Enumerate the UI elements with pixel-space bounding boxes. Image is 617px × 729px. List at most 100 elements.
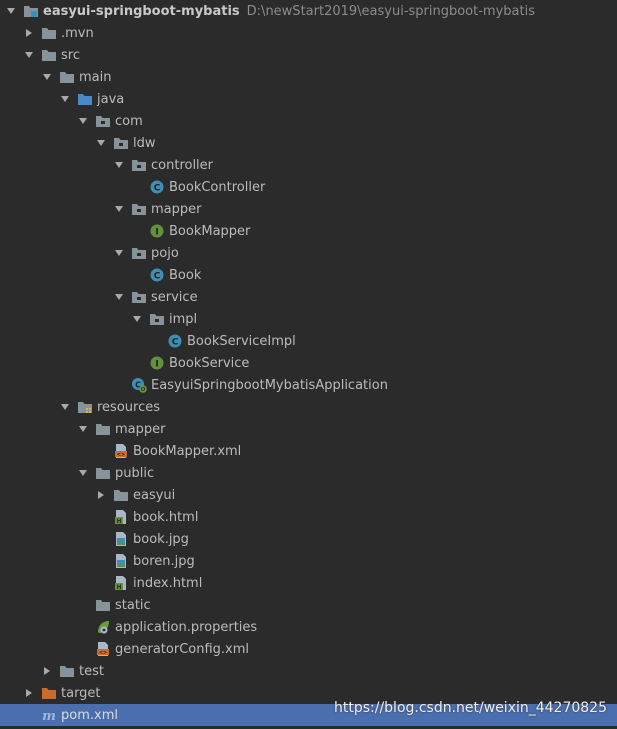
expand-arrow-icon[interactable] (113, 291, 125, 303)
tree-row[interactable]: application.properties (0, 616, 617, 638)
tree-row[interactable]: resources (0, 396, 617, 418)
tree-row-label: target (61, 685, 101, 701)
tree-row[interactable]: pojo (0, 242, 617, 264)
tree-row-label: test (79, 663, 104, 679)
tree-row-label: BookService (169, 355, 250, 371)
package-icon (95, 113, 111, 129)
tree-row-label: pojo (151, 245, 179, 261)
tree-row[interactable]: src (0, 44, 617, 66)
expand-arrow-icon[interactable] (59, 93, 71, 105)
tree-row[interactable]: mapper (0, 198, 617, 220)
java-class-icon: C (149, 267, 165, 283)
project-path: D:\newStart2019\easyui-springboot-mybati… (246, 3, 535, 19)
tree-row[interactable]: .mvn (0, 22, 617, 44)
svg-text:C: C (154, 184, 161, 194)
tree-row-label: static (115, 597, 151, 613)
svg-text:H: H (116, 518, 121, 525)
html-file-icon: H (113, 509, 129, 525)
java-interface-icon: I (149, 355, 165, 371)
expand-arrow-icon[interactable] (5, 5, 17, 17)
folder-icon (59, 663, 75, 679)
expand-arrow-icon[interactable] (59, 401, 71, 413)
arrow-spacer (77, 643, 89, 655)
expand-arrow-icon[interactable] (77, 423, 89, 435)
expand-arrow-icon[interactable] (95, 137, 107, 149)
arrow-spacer (95, 555, 107, 567)
tree-row[interactable]: ldw (0, 132, 617, 154)
arrow-spacer (95, 511, 107, 523)
tree-row[interactable]: target (0, 682, 617, 704)
module-folder-icon (23, 3, 39, 19)
tree-row[interactable]: impl (0, 308, 617, 330)
tree-row[interactable]: test (0, 660, 617, 682)
xml-file-icon: <> (113, 443, 129, 459)
tree-row[interactable]: I BookService (0, 352, 617, 374)
collapse-arrow-icon[interactable] (23, 27, 35, 39)
package-icon (131, 157, 147, 173)
expand-arrow-icon[interactable] (131, 313, 143, 325)
tree-row-label: index.html (133, 575, 203, 591)
expand-arrow-icon[interactable] (113, 159, 125, 171)
arrow-spacer (113, 379, 125, 391)
arrow-spacer (77, 599, 89, 611)
tree-row[interactable]: <>BookMapper.xml (0, 440, 617, 462)
folder-icon (41, 25, 57, 41)
expand-arrow-icon[interactable] (77, 115, 89, 127)
tree-row[interactable]: com (0, 110, 617, 132)
tree-row[interactable]: java (0, 88, 617, 110)
tree-row-label: src (61, 47, 80, 63)
svg-text:I: I (155, 228, 158, 238)
expand-arrow-icon[interactable] (113, 247, 125, 259)
tree-row[interactable]: C BookServiceImpl (0, 330, 617, 352)
tree-row[interactable]: easyui (0, 484, 617, 506)
arrow-spacer (131, 225, 143, 237)
arrow-spacer (95, 533, 107, 545)
folder-icon (95, 597, 111, 613)
tree-row[interactable]: mapper (0, 418, 617, 440)
expand-arrow-icon[interactable] (77, 467, 89, 479)
package-icon (131, 201, 147, 217)
tree-row-label: java (97, 91, 125, 107)
expand-arrow-icon[interactable] (113, 203, 125, 215)
tree-row-label: public (115, 465, 155, 481)
tree-row-label: BookServiceImpl (187, 333, 296, 349)
collapse-arrow-icon[interactable] (41, 665, 53, 677)
maven-pom-icon: m (41, 707, 57, 724)
collapse-arrow-icon[interactable] (95, 489, 107, 501)
folder-icon (95, 421, 111, 437)
tree-row[interactable]: service (0, 286, 617, 308)
arrow-spacer (23, 709, 35, 721)
tree-row-label: book.jpg (133, 531, 189, 547)
tree-row-label: book.html (133, 509, 199, 525)
tree-row[interactable]: boren.jpg (0, 550, 617, 572)
image-file-icon (113, 553, 129, 569)
svg-text:C: C (172, 338, 179, 348)
tree-row[interactable]: book.jpg (0, 528, 617, 550)
collapse-arrow-icon[interactable] (23, 687, 35, 699)
image-file-icon (113, 531, 129, 547)
expand-arrow-icon[interactable] (41, 71, 53, 83)
tree-row[interactable]: static (0, 594, 617, 616)
package-icon (113, 135, 129, 151)
tree-row-label: easyui (133, 487, 176, 503)
tree-row[interactable]: main (0, 66, 617, 88)
svg-text:I: I (155, 360, 158, 370)
tree-row[interactable]: controller (0, 154, 617, 176)
expand-arrow-icon[interactable] (23, 49, 35, 61)
tree-row-label: boren.jpg (133, 553, 195, 569)
tree-row[interactable]: public (0, 462, 617, 484)
folder-icon (113, 487, 129, 503)
tree-row[interactable]: <>generatorConfig.xml (0, 638, 617, 660)
svg-text:C: C (154, 272, 161, 282)
tree-row-label: EasyuiSpringbootMybatisApplication (151, 377, 388, 393)
tree-row-label: impl (169, 311, 198, 327)
